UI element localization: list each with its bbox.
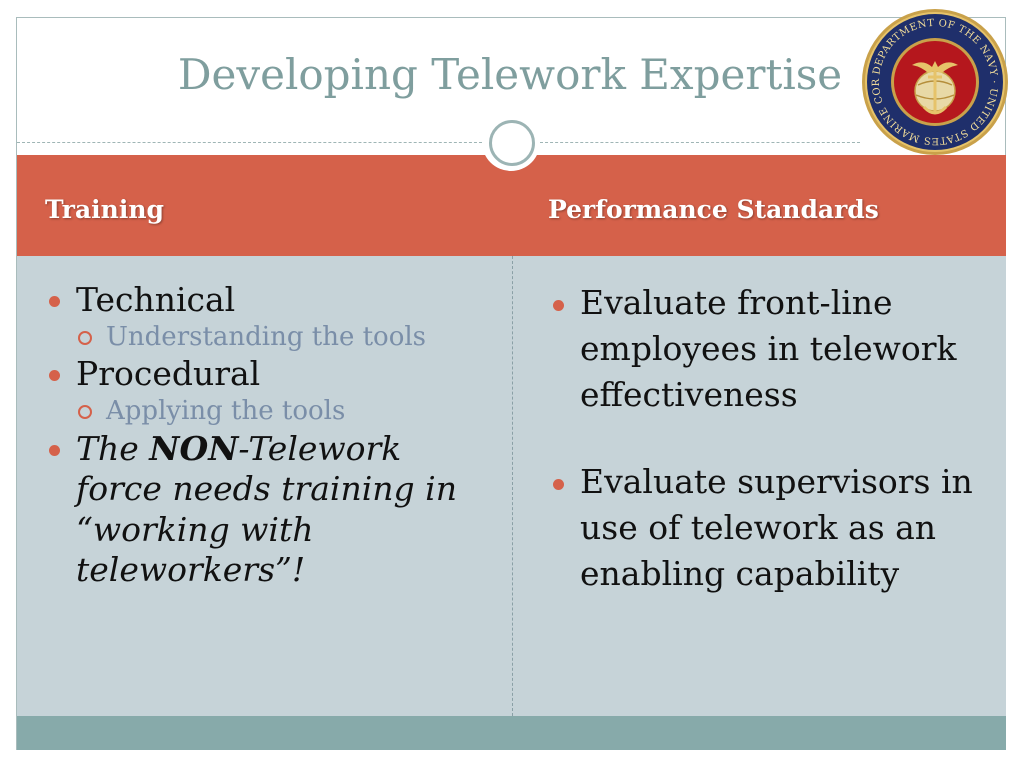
performance-standards-column: Evaluate front-line employees in telewor…	[550, 280, 990, 597]
sub-bullet-text: Understanding the tools	[106, 321, 427, 352]
title-divider-right	[540, 142, 860, 143]
list-item: Evaluate front-line employees in telewor…	[550, 280, 990, 419]
training-note: The NON-Telework force needs training in…	[46, 429, 496, 591]
bullet-icon	[49, 296, 60, 307]
bullet-icon	[553, 478, 564, 490]
column-divider	[512, 256, 513, 716]
bullet-text: Procedural	[76, 354, 261, 394]
column-header-band	[17, 155, 1006, 256]
divider-ring-icon	[489, 120, 535, 166]
content-panel	[17, 256, 1006, 716]
note-prefix: The	[76, 428, 150, 468]
title-divider-left	[17, 142, 487, 143]
divider-ornament	[482, 113, 540, 171]
training-header: Training	[45, 195, 164, 224]
bullet-icon	[49, 370, 60, 382]
footer-band	[17, 716, 1006, 750]
slide-title: Developing Telework Expertise	[177, 50, 843, 99]
sub-list-item: Applying the tools	[46, 395, 496, 429]
sub-list-item: Understanding the tools	[46, 321, 496, 355]
note-suffix: -Telework force needs training in “worki…	[76, 428, 457, 590]
sub-bullet-icon	[78, 404, 92, 419]
bullet-text: Evaluate supervisors in use of telework …	[580, 461, 973, 593]
training-column: Technical Understanding the tools Proced…	[46, 280, 496, 591]
usmc-seal-logo: DEPARTMENT OF THE NAVY · UNITED STATES M…	[860, 7, 1008, 155]
bullet-text: Evaluate front-line employees in telewor…	[580, 283, 957, 415]
bullet-icon	[49, 444, 60, 456]
bullet-text: Technical	[76, 280, 236, 319]
performance-standards-header: Performance Standards	[548, 195, 879, 224]
note-emphasis: NON	[149, 428, 239, 468]
list-item: Procedural	[46, 354, 496, 395]
sub-bullet-text: Applying the tools	[106, 395, 346, 426]
bullet-icon	[553, 300, 564, 311]
list-item: Evaluate supervisors in use of telework …	[550, 459, 990, 598]
spacer	[550, 419, 990, 459]
sub-bullet-icon	[78, 330, 92, 345]
list-item: Technical	[46, 280, 496, 321]
